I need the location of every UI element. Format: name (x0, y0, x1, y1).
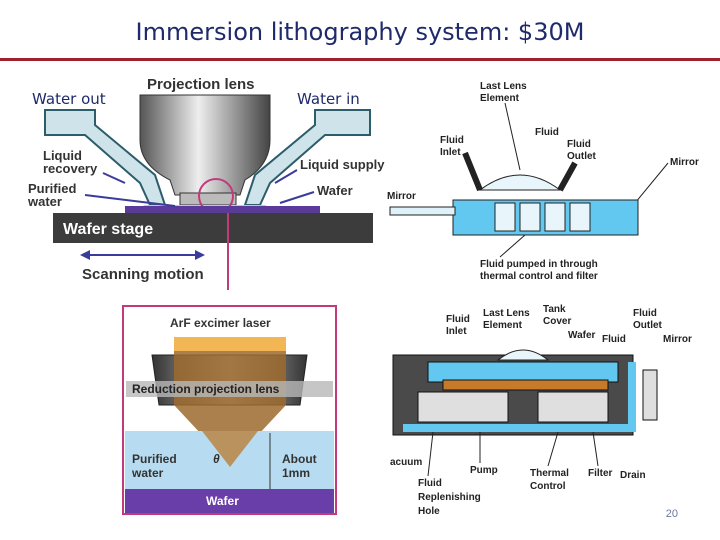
rb-mirror-block (642, 369, 658, 421)
rb-fluid-label: Fluid (602, 334, 626, 345)
liquid-recovery-label-2: recovery (43, 161, 98, 176)
rb-fluid-outlet-label-1: Fluid (633, 308, 657, 319)
wafer-arrow (279, 191, 315, 204)
water-arrow (84, 194, 176, 207)
immersion-diagram-top: Projection lens Wafer stage Liquid recov… (27, 76, 385, 290)
rb-fluid-inlet-label-1: Fluid (446, 314, 470, 325)
inset-wafer (125, 489, 334, 513)
about-label-2: 1mm (282, 466, 310, 480)
rb-replenish-leader (427, 431, 434, 477)
rt-cell-1 (494, 202, 516, 232)
about-label-1: About (282, 452, 317, 466)
rb-mirror-label: Mirror (663, 334, 692, 345)
page-title: Immersion lithography system: $30M (135, 18, 585, 46)
rb-tank-cover-label-1: Tank (543, 304, 566, 315)
rb-replenish-label-2: Replenishing (418, 492, 481, 503)
rt-fluid-outlet-label-2: Outlet (567, 151, 597, 162)
rt-pumped-label-1: Fluid pumped in through (480, 259, 598, 270)
water-out-label: Water out (32, 90, 106, 108)
purified-water-label-2: water (27, 194, 62, 209)
scan-arrow-left-head (80, 250, 90, 260)
scan-arrow-right-head (195, 250, 205, 260)
wafer-stage (53, 213, 373, 243)
rt-mirror-bar (389, 206, 456, 216)
wafer-label: Wafer (317, 183, 353, 198)
rb-last-lens-label-1: Last Lens (483, 308, 530, 319)
tank-system-diagram: Fluid Inlet Last Lens Element Tank Cover… (390, 304, 692, 517)
light-cone (174, 351, 286, 465)
rb-fluid-inlet-label-2: Inlet (446, 326, 467, 337)
page-number: 20 (665, 508, 678, 520)
liquid-recovery-label-1: Liquid (43, 148, 82, 163)
rb-outlet-line (628, 362, 636, 432)
rb-last-lens-label-2: Element (483, 320, 523, 331)
laser-label: ArF excimer laser (170, 316, 271, 330)
supply-arrow (274, 169, 298, 184)
rt-fluid-outlet-label-1: Fluid (567, 139, 591, 150)
rb-thermal-label-2: Control (530, 481, 566, 492)
rb-replenish-label-1: Fluid (418, 478, 442, 489)
rt-cell-2 (519, 202, 541, 232)
lens-tip (179, 192, 237, 206)
rb-drain-label: Drain (620, 470, 646, 481)
rb-filter-label: Filter (588, 468, 613, 479)
rb-tank-cover-label-2: Cover (543, 316, 571, 327)
rt-mirror-right-leader (634, 162, 669, 204)
rb-pump-label: Pump (470, 465, 498, 476)
wafer-stage-label: Wafer stage (63, 221, 153, 238)
wafer (125, 206, 320, 213)
laser-beam (174, 337, 286, 351)
rt-inlet-tube (462, 151, 483, 192)
focus-cone (202, 431, 258, 467)
rb-fluid-chamber (427, 361, 619, 383)
rt-last-lens (478, 174, 562, 191)
rt-last-lens-label-2: Element (480, 93, 520, 104)
rt-last-lens-leader (504, 102, 521, 171)
inset-water-label-1: Purified (132, 452, 177, 466)
rb-replenish-label-3: Hole (418, 506, 440, 517)
rb-last-lens (496, 349, 550, 361)
immersion-inset: ArF excimer laser Reduction projection l… (122, 305, 337, 515)
recovery-arrow (102, 172, 126, 184)
inset-water-label-2: water (131, 466, 164, 480)
rb-filter-leader (592, 431, 599, 467)
rt-mirror-right-label: Mirror (670, 157, 699, 168)
rt-last-lens-label-1: Last Lens (480, 81, 527, 92)
rt-pumped-label-2: thermal control and filter (480, 271, 598, 282)
inset-wafer-label: Wafer (206, 494, 239, 508)
rb-chuck (417, 391, 509, 423)
projection-lens (139, 94, 271, 196)
projection-lens-label: Projection lens (147, 76, 255, 93)
rt-pumped-leader (499, 234, 526, 258)
rb-vacuum-label: acuum (390, 457, 422, 468)
rb-thermal-block (537, 391, 609, 423)
reduction-lens-label: Reduction projection lens (132, 382, 280, 396)
rt-fluid-inlet-label-2: Inlet (440, 147, 461, 158)
rt-mirror-left-label: Mirror (387, 191, 416, 202)
fluid-cell-diagram: Last Lens Element Fluid Fluid Inlet Flui… (387, 81, 699, 282)
rb-wafer-label: Wafer (568, 330, 596, 341)
liquid-supply-label: Liquid supply (300, 157, 385, 172)
rb-wafer (442, 379, 609, 391)
title-divider (0, 58, 720, 61)
rt-fluid-inlet-label-1: Fluid (440, 135, 464, 146)
rb-thermal-label-1: Thermal (530, 468, 569, 479)
water-in-label: Water in (297, 90, 360, 108)
rt-cell-4 (569, 202, 591, 232)
rt-cell-3 (544, 202, 566, 232)
theta-label: θ (213, 452, 220, 466)
rt-outlet-tube (557, 161, 578, 192)
rb-return-line (403, 424, 633, 432)
rb-fluid-outlet-label-2: Outlet (633, 320, 663, 331)
rb-thermal-leader (547, 431, 559, 467)
reduction-lens-band (126, 381, 333, 397)
rt-fluid-label: Fluid (535, 127, 559, 138)
purified-water-label-1: Purified (28, 181, 76, 196)
scanning-motion-label: Scanning motion (82, 266, 204, 283)
